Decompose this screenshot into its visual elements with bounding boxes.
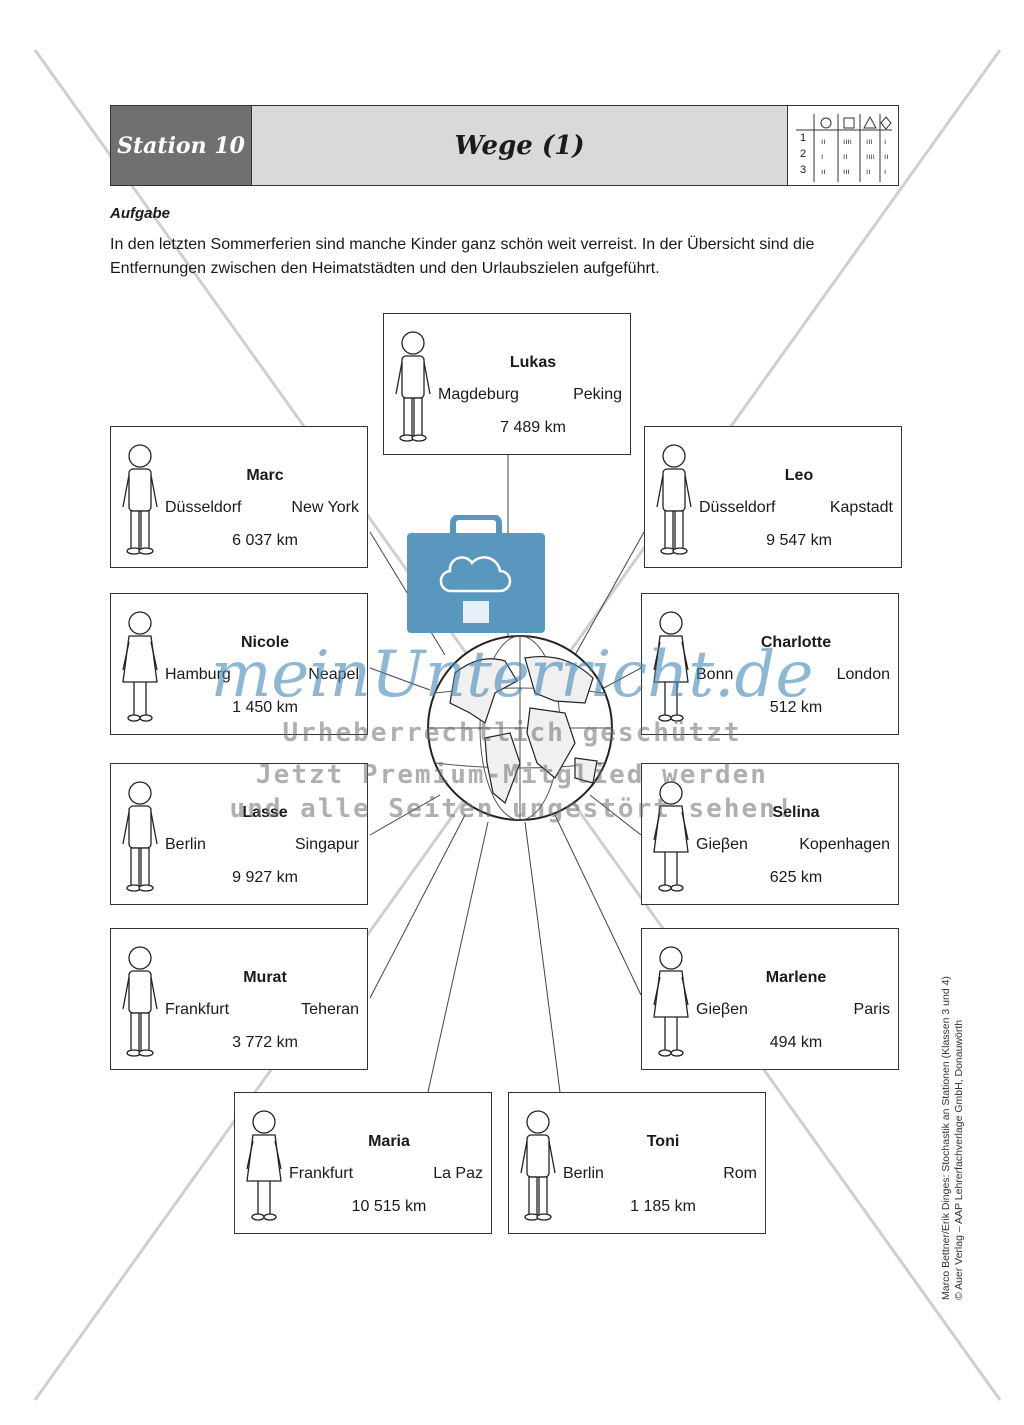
svg-text:ı: ı — [884, 137, 886, 146]
station-label: Station 10 — [111, 106, 252, 185]
person-card-toni: Toni Berlin Rom 1 185 km — [508, 1092, 766, 1234]
card-home-city: Berlin — [165, 836, 206, 853]
grid-row-label: 2 — [800, 148, 807, 160]
card-home-city: Düsseldorf — [699, 499, 776, 516]
person-card-selina: Selina Gieβen Kopenhagen 625 km — [641, 763, 899, 905]
card-home-city: Bonn — [696, 666, 734, 683]
card-destination: Kapstadt — [829, 499, 893, 516]
svg-text:ıı: ıı — [843, 152, 847, 161]
card-home-city: Düsseldorf — [165, 499, 242, 516]
person-card-leo: Leo Düsseldorf Kapstadt 9 547 km — [644, 426, 902, 568]
page-title: Wege (1) — [252, 106, 788, 185]
child-icon — [653, 611, 689, 722]
card-destination: Singapur — [294, 836, 359, 853]
card-name: Leo — [784, 467, 814, 484]
card-distance: 3 772 km — [232, 1034, 298, 1051]
svg-text:ı: ı — [884, 167, 886, 176]
card-name: Lukas — [509, 354, 557, 371]
card-home-city: Frankfurt — [289, 1165, 354, 1182]
child-icon — [122, 781, 158, 892]
svg-text:ııı: ııı — [866, 137, 873, 146]
person-card-lasse: Lasse Berlin Singapur 9 927 km — [110, 763, 368, 905]
child-icon — [395, 331, 431, 442]
task-heading: Aufgabe — [110, 205, 170, 222]
card-distance: 10 515 km — [351, 1198, 427, 1215]
card-destination: Paris — [853, 1001, 890, 1018]
card-name: Selina — [772, 804, 820, 821]
card-name: Murat — [243, 969, 287, 986]
svg-text:ı: ı — [821, 152, 823, 161]
child-icon — [246, 1110, 282, 1221]
person-card-nicole: Nicole Hamburg Neapel 1 450 km — [110, 593, 368, 735]
child-icon — [520, 1110, 556, 1221]
card-distance: 1 185 km — [630, 1198, 696, 1215]
globe-icon — [427, 635, 613, 821]
card-home-city: Gieβen — [696, 1001, 748, 1018]
card-destination: La Paz — [433, 1165, 483, 1182]
card-distance: 7 489 km — [500, 419, 566, 436]
person-card-marlene: Marlene Gieβen Paris 494 km — [641, 928, 899, 1070]
card-distance: 512 km — [769, 699, 823, 716]
card-distance: 9 547 km — [766, 532, 832, 549]
svg-text:ıı: ıı — [821, 167, 825, 176]
svg-text:ıı: ıı — [821, 137, 825, 146]
card-distance: 9 927 km — [232, 869, 298, 886]
card-home-city: Gieβen — [696, 836, 748, 853]
person-card-maria: Maria Frankfurt La Paz 10 515 km — [234, 1092, 492, 1234]
card-name: Marc — [246, 467, 284, 484]
card-name: Charlotte — [760, 634, 832, 651]
side-credit: Marco Bettner/Erik Dinges: Stochastik an… — [940, 910, 970, 1300]
card-destination: Teheran — [301, 1001, 359, 1018]
child-icon — [653, 781, 689, 892]
card-destination: Kopenhagen — [799, 836, 890, 853]
card-name: Nicole — [240, 634, 289, 651]
person-card-murat: Murat Frankfurt Teheran 3 772 km — [110, 928, 368, 1070]
person-card-charlotte: Charlotte Bonn London 512 km — [641, 593, 899, 735]
credit-publisher: © Auer Verlag – AAP Lehrerfachverlage Gm… — [953, 1019, 965, 1300]
card-destination: London — [836, 666, 890, 683]
card-destination: New York — [291, 499, 359, 516]
card-name: Maria — [368, 1133, 410, 1150]
card-name: Marlene — [765, 969, 827, 986]
card-destination: Rom — [723, 1165, 757, 1182]
svg-text:ıııı: ıııı — [843, 137, 852, 146]
card-home-city: Berlin — [563, 1165, 604, 1182]
svg-text:ııı: ııı — [843, 167, 850, 176]
svg-text:ıı: ıı — [884, 152, 888, 161]
grid-row-label: 3 — [800, 164, 807, 176]
card-name: Toni — [646, 1133, 680, 1150]
card-distance: 1 450 km — [232, 699, 298, 716]
svg-text:ıı: ıı — [866, 167, 870, 176]
person-card-lukas: Lukas Magdeburg Peking 7 489 km — [383, 313, 631, 455]
card-home-city: Hamburg — [165, 666, 231, 683]
person-card-marc: Marc Düsseldorf New York 6 037 km — [110, 426, 368, 568]
child-icon — [656, 444, 692, 555]
card-destination: Neapel — [308, 666, 359, 683]
child-icon — [122, 946, 158, 1057]
grid-row-label: 1 — [800, 132, 807, 144]
child-icon — [122, 611, 158, 722]
card-destination: Peking — [573, 386, 622, 403]
card-distance: 625 km — [769, 869, 823, 886]
child-icon — [653, 946, 689, 1057]
svg-text:ıııı: ıııı — [866, 152, 875, 161]
card-home-city: Frankfurt — [165, 1001, 230, 1018]
card-distance: 494 km — [769, 1034, 823, 1051]
credit-authors: Marco Bettner/Erik Dinges: Stochastik an… — [940, 976, 952, 1300]
card-home-city: Magdeburg — [438, 386, 519, 403]
card-name: Lasse — [242, 804, 288, 821]
child-icon — [122, 444, 158, 555]
schoolbag-icon — [407, 515, 545, 633]
task-text: In den letzten Sommerferien sind manche … — [110, 236, 815, 277]
card-distance: 6 037 km — [232, 532, 298, 549]
